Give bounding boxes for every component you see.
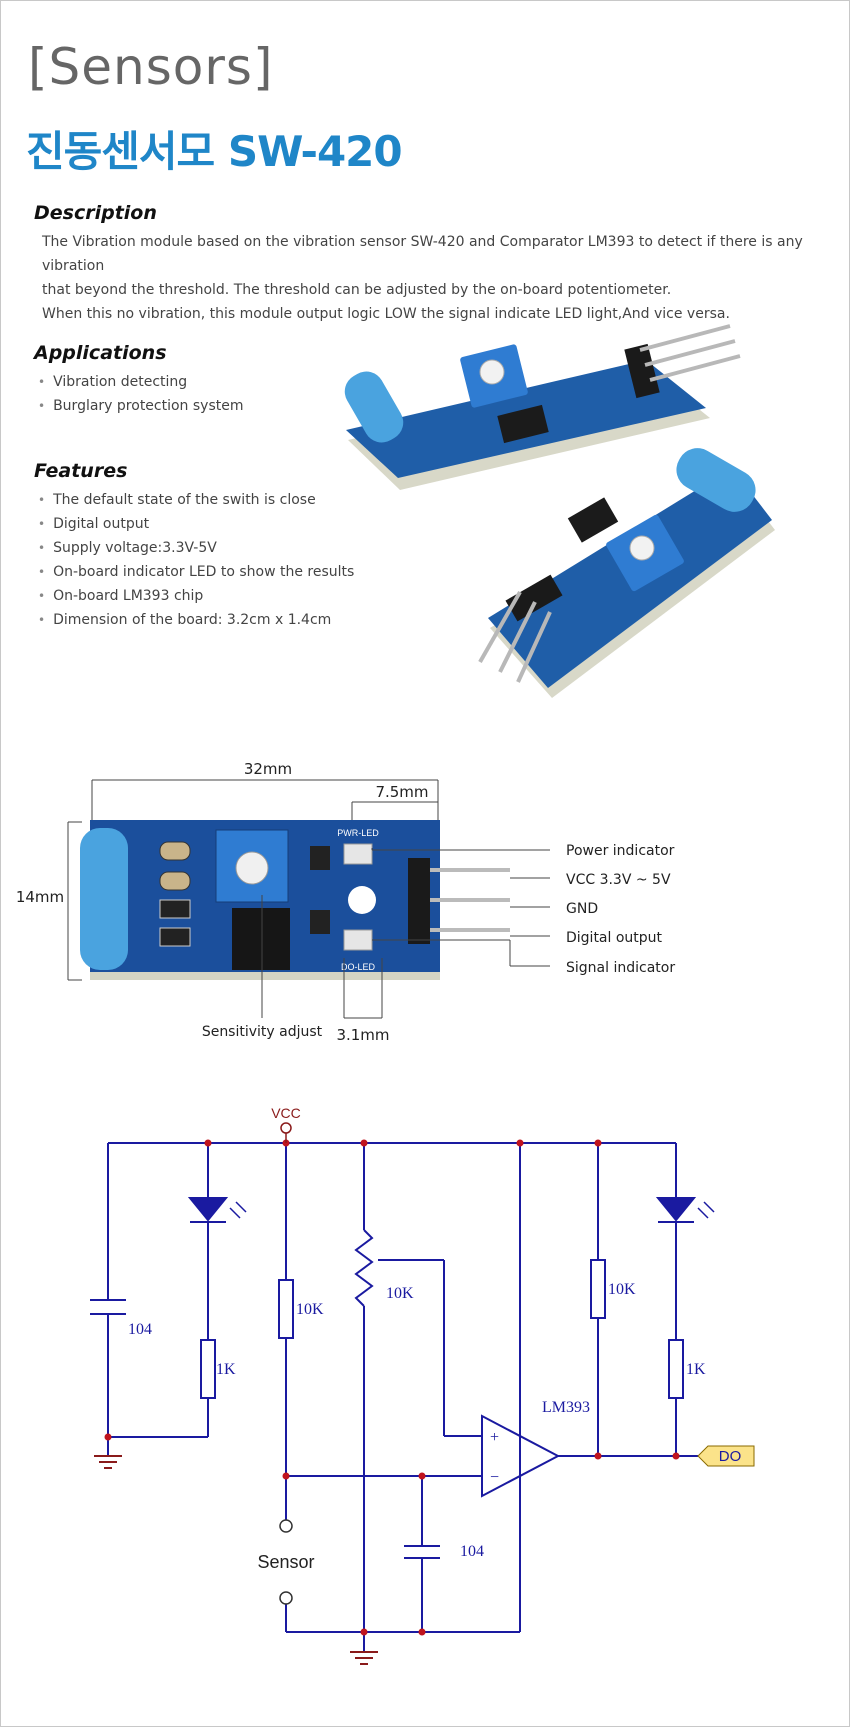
features-heading: Features	[34, 460, 128, 482]
product-photo	[344, 324, 775, 698]
output-label: DO	[719, 1448, 742, 1465]
height-label: 14mm	[16, 888, 64, 906]
minus-input-label: −	[490, 1469, 499, 1486]
features-list: The default state of the swith is close …	[38, 488, 354, 632]
description-line-1: The Vibration module based on the vibrat…	[42, 234, 803, 274]
silk-pwr-led: PWR-LED	[337, 828, 379, 838]
res-sensor-label: 10K	[296, 1301, 324, 1318]
applications-list: Vibration detecting Burglary protection …	[38, 370, 244, 418]
list-item: Burglary protection system	[38, 394, 243, 418]
description-text: The Vibration module based on the vibrat…	[42, 230, 832, 326]
cap2-label: 104	[460, 1543, 484, 1560]
board-illustration: PWR-LED DO-LED	[80, 820, 510, 980]
callout-gnd: GND	[566, 901, 598, 917]
description-heading: Description	[34, 202, 157, 224]
chip-label: LM393	[542, 1399, 590, 1416]
applications-heading: Applications	[34, 342, 167, 364]
width-label: 32mm	[244, 760, 292, 778]
description-line-3: When this no vibration, this module outp…	[42, 306, 730, 322]
callout-digital: Digital output	[566, 930, 663, 946]
callout-vcc: VCC 3.3V ~ 5V	[566, 872, 671, 888]
callout-signal: Signal indicator	[566, 960, 675, 976]
list-item: Digital output	[38, 512, 354, 536]
plus-input-label: +	[490, 1429, 499, 1446]
sensor-label: Sensor	[257, 1552, 314, 1572]
list-item: The default state of the swith is close	[38, 488, 354, 512]
silk-do-led: DO-LED	[341, 962, 376, 972]
circuit-schematic: VCC 104 1K 10K 10K 10K 1K LM393 + − 104 …	[90, 1105, 755, 1665]
dimension-diagram: 32mm 7.5mm 14mm PWR-LED DO-LED 3.1mm S	[16, 760, 675, 1044]
module-board-2	[478, 448, 775, 698]
res-pullup-label: 10K	[608, 1281, 636, 1298]
callout-power: Power indicator	[566, 843, 675, 859]
list-item: Supply voltage:3.3V-5V	[38, 536, 354, 560]
pot-label: 10K	[386, 1285, 414, 1302]
pin-offset-label: 7.5mm	[375, 783, 428, 801]
list-item: On-board indicator LED to show the resul…	[38, 560, 354, 584]
cap1-label: 104	[128, 1321, 152, 1338]
vcc-label: VCC	[271, 1105, 301, 1121]
list-item: Dimension of the board: 3.2cm x 1.4cm	[38, 608, 354, 632]
module-board-1	[344, 324, 741, 490]
product-title: 진동센서모 SW-420	[26, 127, 403, 176]
res-led2-label: 1K	[686, 1361, 706, 1378]
description-line-2: that beyond the threshold. The threshold…	[42, 282, 672, 298]
list-item: Vibration detecting	[38, 370, 244, 394]
sensitivity-label: Sensitivity adjust	[202, 1024, 323, 1040]
category-label: [Sensors]	[28, 38, 274, 96]
led-spacing-label: 3.1mm	[336, 1026, 389, 1044]
list-item: On-board LM393 chip	[38, 584, 354, 608]
res-led1-label: 1K	[216, 1361, 236, 1378]
